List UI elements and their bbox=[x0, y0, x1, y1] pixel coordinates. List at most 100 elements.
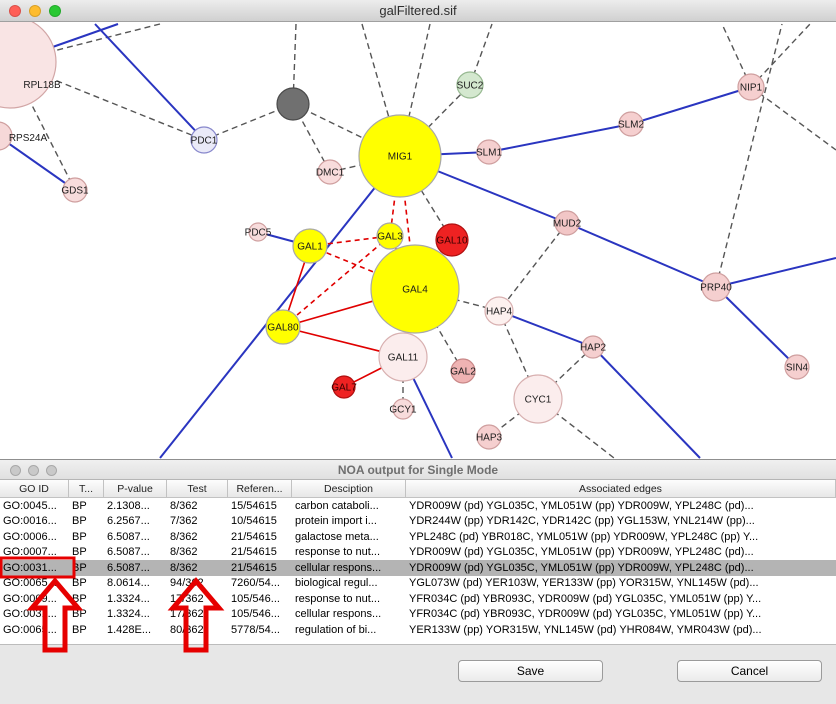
save-button[interactable]: Save bbox=[458, 660, 603, 682]
table-cell: carbon cataboli... bbox=[295, 499, 379, 512]
noa-window-controls bbox=[10, 465, 57, 476]
column-header-referen-[interactable]: Referen... bbox=[228, 480, 292, 497]
graph-edge[interactable] bbox=[0, 136, 76, 191]
graph-node-cyc1[interactable]: CYC1 bbox=[513, 374, 563, 424]
graph-node-prp40[interactable]: PRP40 bbox=[700, 272, 732, 302]
table-cell: GO:0031... bbox=[3, 608, 57, 621]
zoom-button-icon[interactable] bbox=[49, 5, 61, 17]
graph-edge[interactable] bbox=[282, 235, 391, 328]
graph-node-label: PDC5 bbox=[245, 228, 272, 239]
graph-edge[interactable] bbox=[399, 84, 471, 157]
column-header-p-value[interactable]: P-value bbox=[104, 480, 167, 497]
table-cell: BP bbox=[72, 592, 87, 605]
graph-edge[interactable] bbox=[537, 398, 615, 459]
graph-node-hap3[interactable]: HAP3 bbox=[476, 424, 503, 450]
graph-node-gal4[interactable]: GAL4 bbox=[370, 244, 460, 334]
graph-node-pdc1[interactable]: PDC1 bbox=[190, 126, 218, 154]
graph-node-gal7[interactable]: GAL7 bbox=[331, 375, 357, 399]
graph-node-rpl18b[interactable]: RPL18B bbox=[0, 22, 61, 109]
column-header-t-[interactable]: T... bbox=[69, 480, 104, 497]
graph-node-gal2[interactable]: GAL2 bbox=[450, 358, 476, 384]
graph-edge[interactable] bbox=[9, 23, 161, 63]
table-cell: response to nut... bbox=[295, 546, 380, 559]
graph-node-mig1[interactable]: MIG1 bbox=[358, 114, 442, 198]
table-cell: 7/362 bbox=[170, 515, 198, 528]
graph-node-hap4[interactable]: HAP4 bbox=[484, 296, 514, 326]
graph-node-gal11[interactable]: GAL11 bbox=[378, 332, 428, 382]
graph-node-gal1[interactable]: GAL1 bbox=[292, 228, 328, 264]
graph-edge[interactable] bbox=[715, 257, 836, 288]
graph-edge[interactable] bbox=[566, 222, 717, 288]
graph-edge[interactable] bbox=[292, 23, 297, 105]
table-cell: cellular respons... bbox=[295, 608, 382, 621]
table-cell: GO:0016... bbox=[3, 515, 57, 528]
noa-window-titlebar[interactable]: NOA output for Single Mode bbox=[0, 460, 836, 480]
cancel-button[interactable]: Cancel bbox=[677, 660, 822, 682]
zoom-button-icon[interactable] bbox=[46, 465, 57, 476]
graph-node-gal3[interactable]: GAL3 bbox=[376, 222, 404, 250]
graph-node-slm2[interactable]: SLM2 bbox=[618, 111, 645, 137]
graph-node-label: CYC1 bbox=[525, 395, 552, 406]
table-cell: 94/362 bbox=[170, 577, 204, 590]
column-header-test[interactable]: Test bbox=[167, 480, 228, 497]
graph-node-label: NIP1 bbox=[740, 83, 763, 94]
table-cell: GO:0006... bbox=[3, 530, 57, 543]
graph-node-rps24a[interactable]: RPS24A bbox=[0, 121, 48, 151]
table-cell: YDR009W (pd) YGL035C, YML051W (pp) YDR00… bbox=[409, 546, 754, 559]
graph-edge[interactable] bbox=[498, 310, 539, 400]
graph-node-mud2[interactable]: MUD2 bbox=[553, 210, 582, 236]
graph-edge[interactable] bbox=[159, 155, 401, 459]
graph-node-label: GAL10 bbox=[436, 236, 468, 247]
graph-edge[interactable] bbox=[94, 23, 205, 141]
graph-edge[interactable] bbox=[488, 123, 632, 153]
graph-edge[interactable] bbox=[715, 23, 783, 288]
close-button-icon[interactable] bbox=[9, 5, 21, 17]
graph-edge[interactable] bbox=[592, 346, 701, 459]
graph-node-unlabeled[interactable] bbox=[276, 87, 310, 121]
graph-node-dmc1[interactable]: DMC1 bbox=[316, 159, 345, 185]
graph-edge[interactable] bbox=[750, 86, 836, 151]
graph-node-gcy1[interactable]: GCY1 bbox=[389, 398, 417, 420]
table-cell: GO:0065... bbox=[3, 577, 57, 590]
table-cell: BP bbox=[72, 499, 87, 512]
graph-node-label: GAL4 bbox=[402, 285, 428, 296]
column-header-go-id[interactable]: GO ID bbox=[0, 480, 69, 497]
graph-node-gal10[interactable]: GAL10 bbox=[435, 223, 469, 257]
graph-node-gds1[interactable]: GDS1 bbox=[61, 177, 89, 203]
graph-node-sin4[interactable]: SIN4 bbox=[784, 354, 810, 380]
graph-window-titlebar[interactable]: galFiltered.sif bbox=[0, 0, 836, 22]
graph-edge[interactable] bbox=[414, 288, 464, 372]
graph-node-gal80[interactable]: GAL80 bbox=[265, 309, 301, 345]
graph-node-label: MIG1 bbox=[388, 152, 413, 163]
graph-edge[interactable] bbox=[498, 310, 594, 348]
minimize-button-icon[interactable] bbox=[29, 5, 41, 17]
table-cell: 2.1308... bbox=[107, 499, 150, 512]
graph-node-suc2[interactable]: SUC2 bbox=[456, 71, 484, 99]
column-header-associated-edges[interactable]: Associated edges bbox=[406, 480, 836, 497]
column-header-desciption[interactable]: Desciption bbox=[292, 480, 406, 497]
graph-edge[interactable] bbox=[630, 86, 752, 125]
graph-node-nip1[interactable]: NIP1 bbox=[737, 73, 765, 101]
graph-node-slm1[interactable]: SLM1 bbox=[476, 139, 503, 165]
graph-node-pdc5[interactable]: PDC5 bbox=[245, 222, 272, 242]
minimize-button-icon[interactable] bbox=[28, 465, 39, 476]
graph-node-label: GAL1 bbox=[297, 242, 323, 253]
graph-edge[interactable] bbox=[715, 286, 798, 368]
graph-edge[interactable] bbox=[498, 222, 568, 312]
window-title: galFiltered.sif bbox=[379, 3, 457, 18]
graph-edge[interactable] bbox=[750, 23, 811, 88]
close-button-icon[interactable] bbox=[10, 465, 21, 476]
graph-node-hap2[interactable]: HAP2 bbox=[580, 335, 607, 359]
table-cell: cellular respons... bbox=[295, 561, 382, 574]
table-cell: 105/546... bbox=[231, 592, 280, 605]
